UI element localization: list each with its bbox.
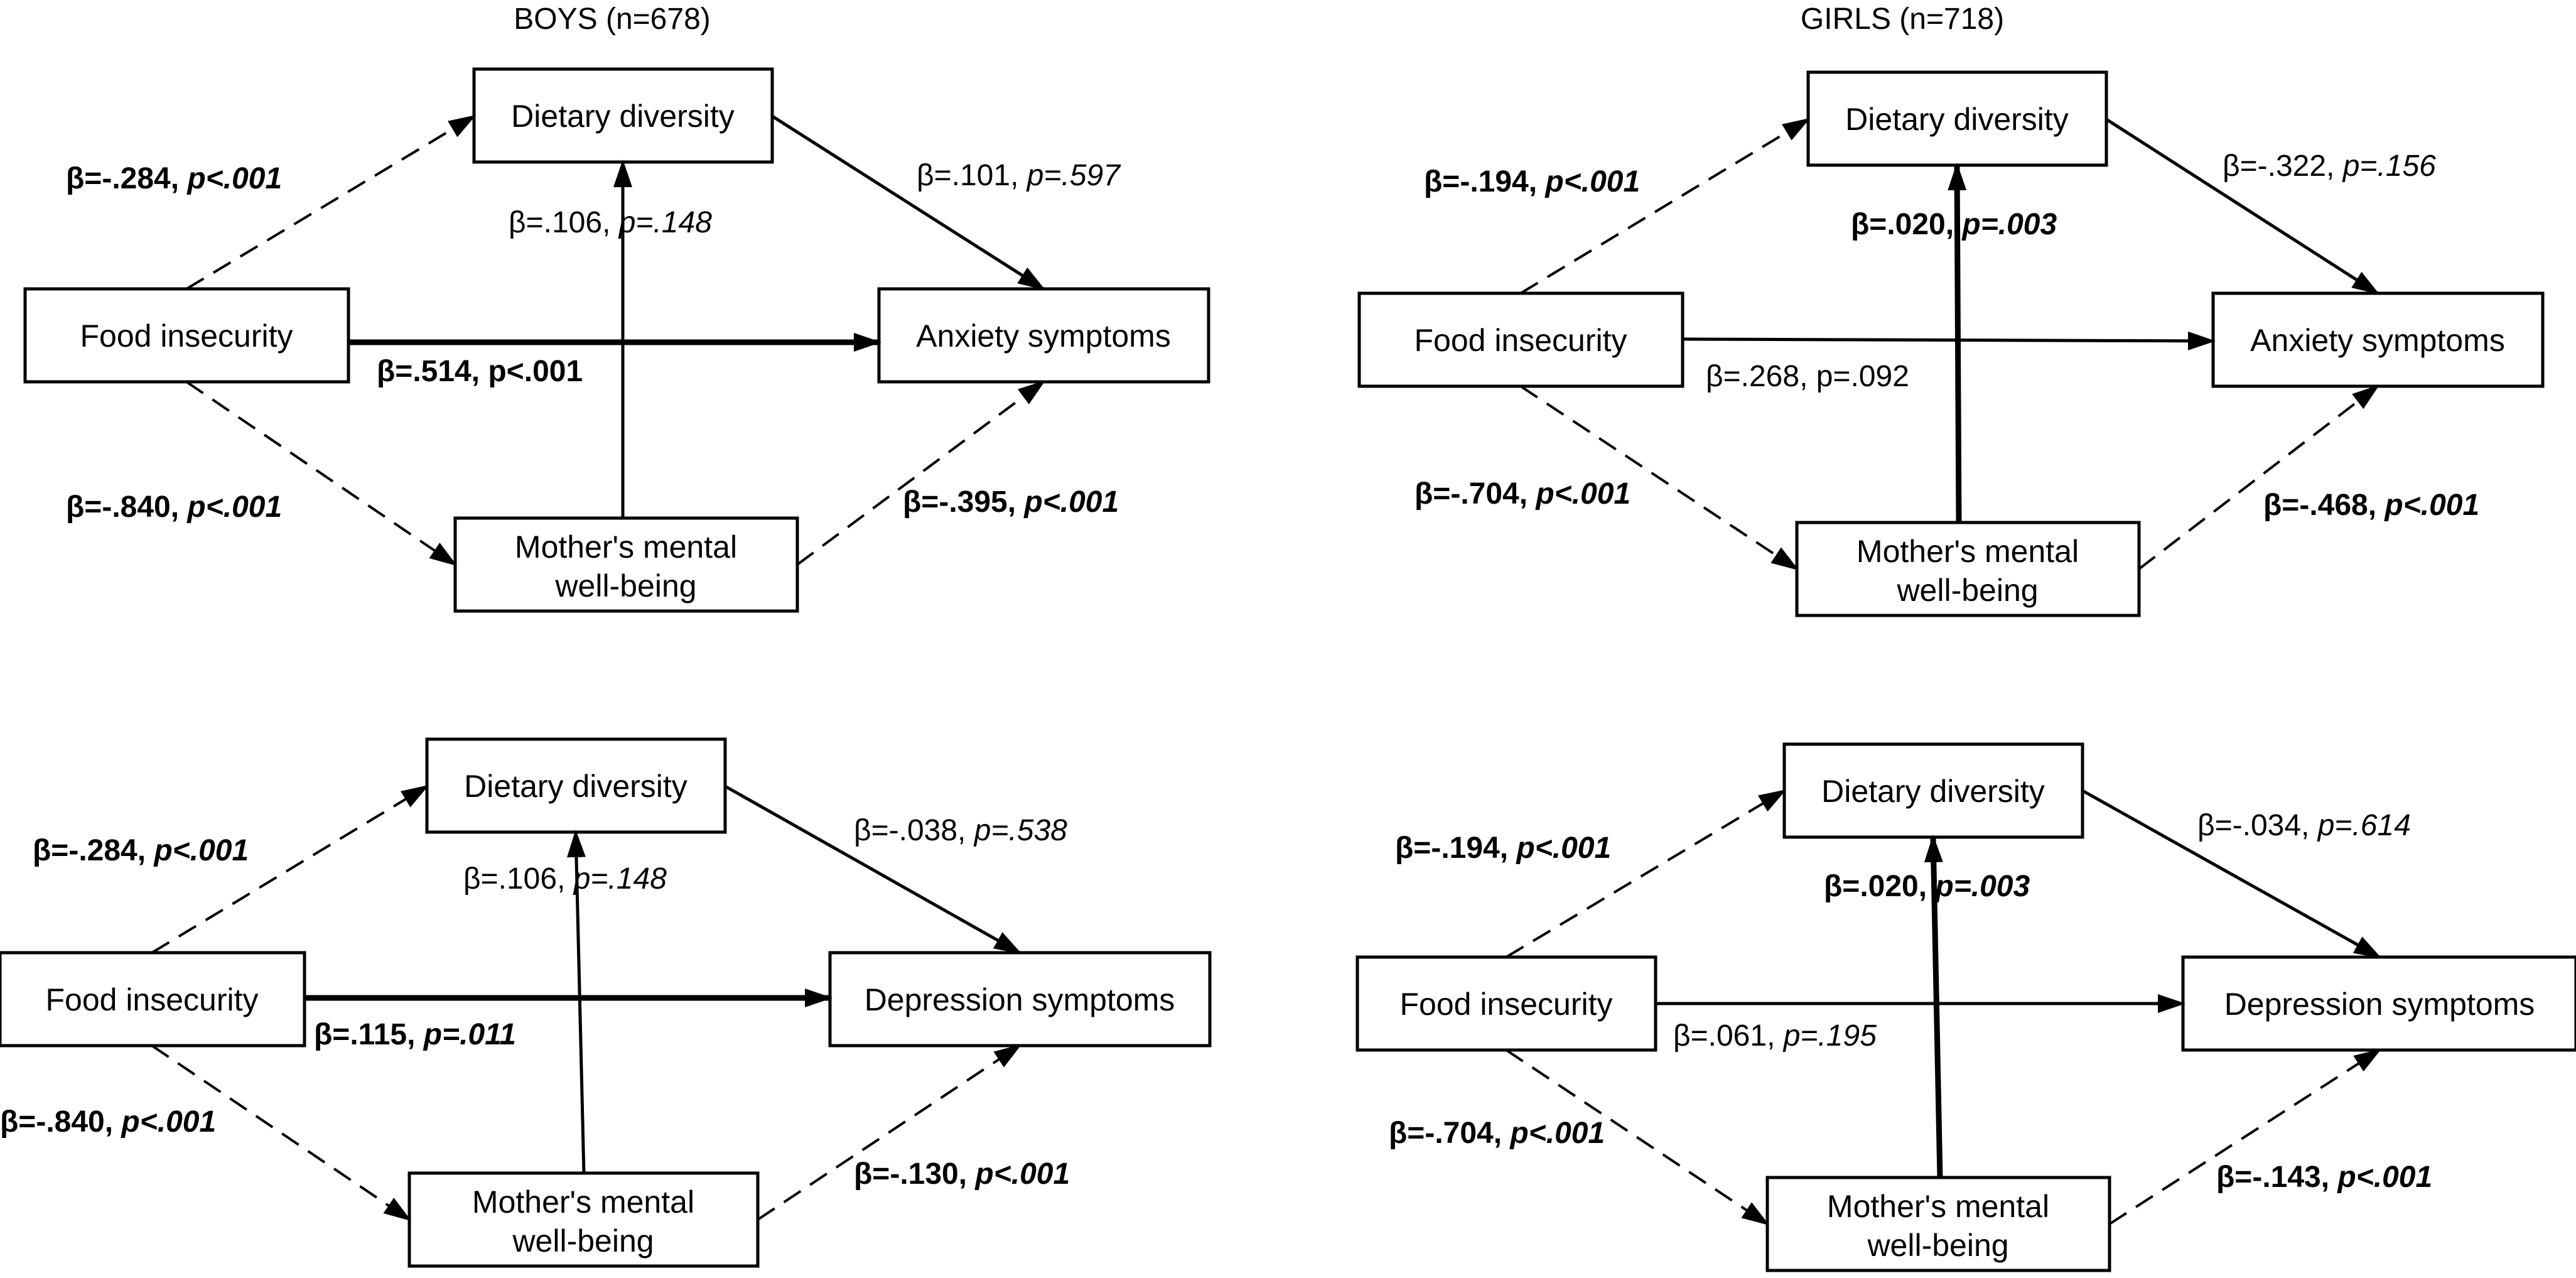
- panel-boys-anxiety: Dietary diversity Food insecurity Anxiet…: [23, 67, 1210, 613]
- node-mothers-mental-well-being: Mother's mental well-being: [1795, 521, 2141, 617]
- svg-text:Food insecurity: Food insecurity: [1399, 987, 1612, 1022]
- svg-text:Food insecurity: Food insecurity: [80, 318, 293, 354]
- svg-text:Anxiety symptoms: Anxiety symptoms: [916, 318, 1171, 354]
- node-food-insecurity: Food insecurity: [23, 287, 350, 384]
- coef-mother-diet: β=.106, p=.148: [509, 206, 712, 239]
- arrow-mother-to-diet: [566, 830, 586, 1174]
- arrow-mother-to-depression: [757, 1044, 1022, 1221]
- svg-text:Depression symptoms: Depression symptoms: [865, 982, 1175, 1017]
- svg-text:well-being: well-being: [1896, 573, 2038, 608]
- panel-girls-anxiety: Dietary diversity Food insecurity Anxiet…: [1357, 70, 2545, 617]
- svg-text:Food insecurity: Food insecurity: [1414, 323, 1627, 358]
- svg-text:Mother's mental: Mother's mental: [1857, 534, 2079, 569]
- svg-text:well-being: well-being: [1867, 1228, 2008, 1263]
- arrow-mother-to-anxiety: [796, 380, 1046, 566]
- arrow-mother-to-diet: [1948, 163, 1967, 523]
- coef-food-outcome: β=.514, p<.001: [377, 355, 583, 388]
- coef-mother-diet: β=.020, p=.003: [1851, 208, 2057, 241]
- coef-mother-outcome: β=-.395, p<.001: [903, 485, 1119, 519]
- node-food-insecurity: Food insecurity: [1357, 291, 1684, 388]
- arrow-diet-to-depression: [2081, 789, 2382, 959]
- coef-diet-outcome: β=-.322, p=.156: [2223, 149, 2436, 183]
- node-food-insecurity: Food insecurity: [0, 951, 306, 1048]
- node-food-insecurity: Food insecurity: [1355, 955, 1657, 1052]
- svg-text:Depression symptoms: Depression symptoms: [2224, 987, 2535, 1022]
- arrow-diet-to-anxiety: [771, 114, 1046, 291]
- panel-girls-depression: Dietary diversity Food insecurity Depres…: [1355, 742, 2576, 1272]
- node-dietary-diversity: Dietary diversity: [472, 67, 774, 164]
- arrow-food-to-mother: [185, 381, 458, 566]
- coef-mother-outcome: β=-.468, p<.001: [2263, 489, 2479, 522]
- node-dietary-diversity: Dietary diversity: [1806, 70, 2108, 167]
- coef-food-mother: β=-.704, p<.001: [1389, 1117, 1605, 1150]
- svg-text:Dietary diversity: Dietary diversity: [464, 769, 687, 804]
- svg-text:Dietary diversity: Dietary diversity: [1821, 774, 2045, 809]
- girls-header: GIRLS (n=718): [1801, 3, 2004, 36]
- svg-text:Mother's mental: Mother's mental: [472, 1184, 694, 1220]
- svg-text:Food insecurity: Food insecurity: [45, 982, 258, 1017]
- node-depression-symptoms: Depression symptoms: [828, 951, 1212, 1048]
- coef-mother-outcome: β=-.130, p<.001: [854, 1157, 1070, 1191]
- coef-food-diet: β=-.194, p<.001: [1395, 831, 1611, 865]
- svg-text:Dietary diversity: Dietary diversity: [511, 99, 735, 134]
- node-dietary-diversity: Dietary diversity: [1782, 742, 2084, 839]
- panel-boys-depression: Dietary diversity Food insecurity Depres…: [0, 737, 1212, 1268]
- coef-food-outcome: β=.268, p=.092: [1706, 360, 1909, 393]
- coef-food-diet: β=-.194, p<.001: [1424, 165, 1640, 198]
- svg-text:well-being: well-being: [512, 1223, 654, 1259]
- coef-food-mother: β=-.704, p<.001: [1415, 477, 1630, 511]
- arrow-food-to-mother: [1519, 385, 1799, 571]
- svg-text:Anxiety symptoms: Anxiety symptoms: [2250, 323, 2505, 358]
- svg-text:well-being: well-being: [554, 568, 696, 604]
- arrow-food-to-diet: [1505, 789, 1787, 958]
- coef-food-outcome: β=.061, p=.195: [1673, 1019, 1877, 1053]
- coef-food-mother: β=-.840, p<.001: [0, 1105, 216, 1139]
- arrow-mother-to-anxiety: [2138, 384, 2380, 570]
- svg-text:Mother's mental: Mother's mental: [515, 529, 737, 565]
- arrow-mother-to-diet: [1924, 835, 1943, 1178]
- coef-mother-outcome: β=-.143, p<.001: [2216, 1161, 2432, 1194]
- node-anxiety-symptoms: Anxiety symptoms: [2211, 291, 2545, 388]
- node-mothers-mental-well-being: Mother's mental well-being: [407, 1171, 760, 1268]
- coef-food-outcome: β=.115, p=.011: [314, 1018, 516, 1051]
- arrow-diet-to-depression: [724, 784, 1022, 955]
- arrow-food-to-mother: [151, 1044, 412, 1221]
- arrow-diet-to-anxiety: [2105, 117, 2380, 295]
- coef-diet-outcome: β=.101, p=.597: [917, 159, 1121, 192]
- node-anxiety-symptoms: Anxiety symptoms: [877, 287, 1210, 384]
- svg-text:Dietary diversity: Dietary diversity: [1845, 102, 2069, 137]
- coef-diet-outcome: β=-.034, p=.614: [2197, 809, 2411, 842]
- svg-text:Mother's mental: Mother's mental: [1827, 1189, 2049, 1224]
- arrow-food-to-mother: [1505, 1049, 1770, 1226]
- node-depression-symptoms: Depression symptoms: [2181, 955, 2576, 1052]
- arrow-food-to-diet: [151, 784, 429, 954]
- coef-diet-outcome: β=-.038, p=.538: [854, 814, 1067, 847]
- arrow-food-to-anxiety: [1682, 331, 2216, 350]
- boys-header: BOYS (n=678): [514, 3, 711, 36]
- coef-mother-diet: β=.106, p=.148: [463, 862, 667, 896]
- node-mothers-mental-well-being: Mother's mental well-being: [1765, 1176, 2111, 1272]
- node-dietary-diversity: Dietary diversity: [425, 737, 727, 834]
- arrow-food-to-diet: [1519, 117, 1811, 295]
- arrow-food-to-diet: [185, 114, 477, 290]
- node-mothers-mental-well-being: Mother's mental well-being: [453, 516, 799, 613]
- arrow-mother-to-depression: [2108, 1048, 2382, 1225]
- coef-mother-diet: β=.020, p=.003: [1824, 870, 2030, 903]
- coef-food-mother: β=-.840, p<.001: [66, 490, 282, 524]
- coef-food-diet: β=-.284, p<.001: [66, 162, 282, 195]
- coef-food-diet: β=-.284, p<.001: [33, 834, 249, 867]
